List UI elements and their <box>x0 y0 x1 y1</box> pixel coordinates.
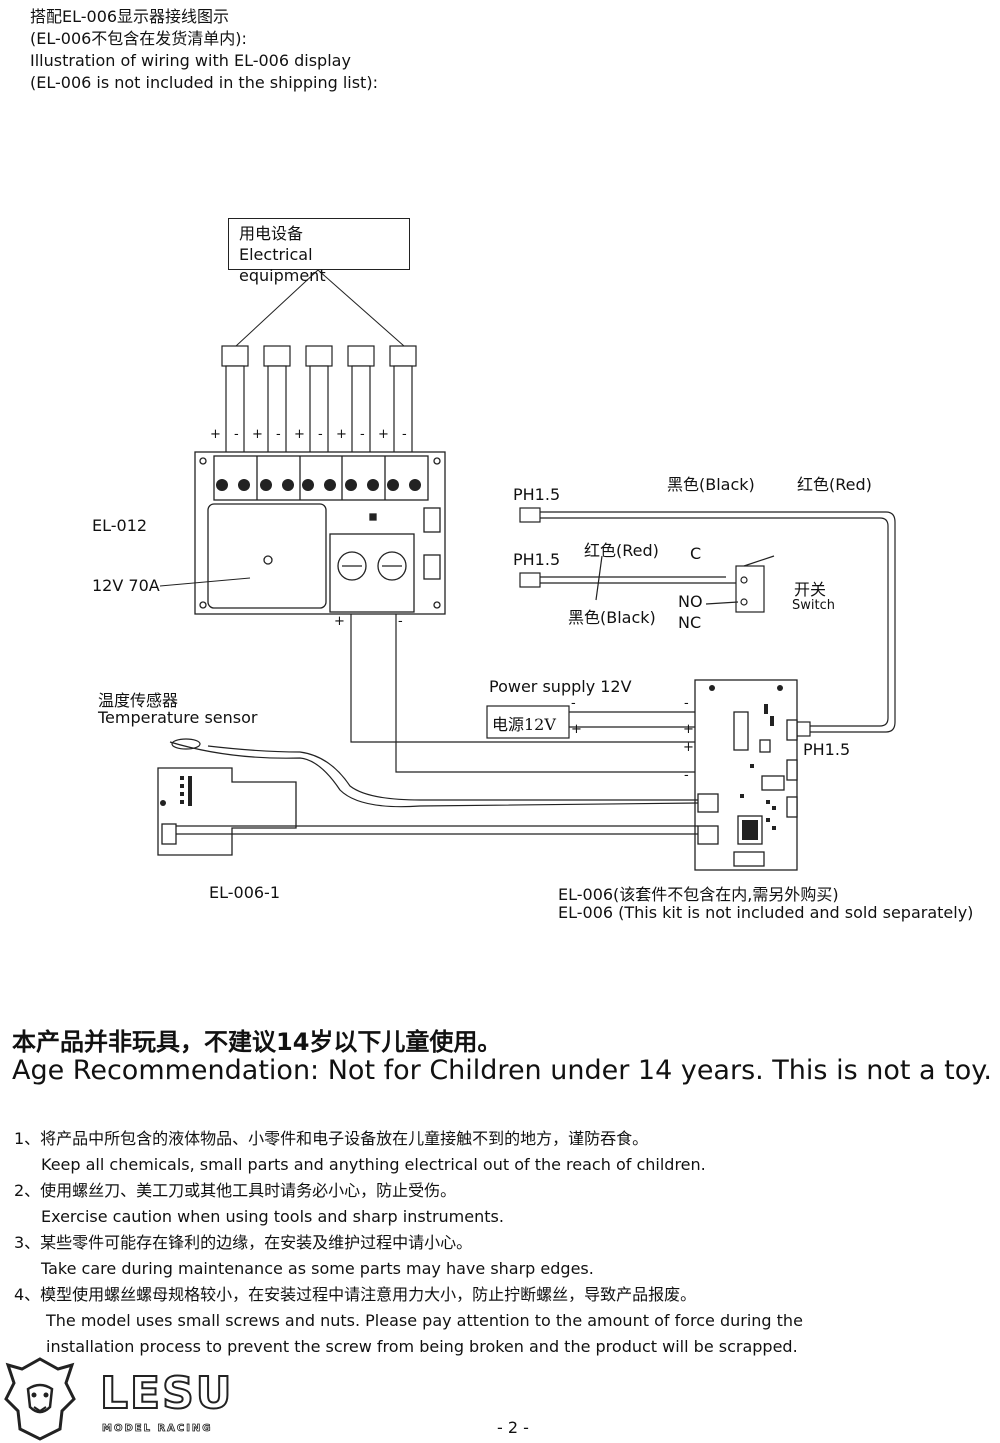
ps-plus-left: + <box>571 722 582 737</box>
ph15-top-label: PH1.5 <box>513 485 561 504</box>
ps-minus-right: - <box>684 696 689 711</box>
note-1-cn: 1、将产品中所包含的液体物品、小零件和电子设备放在儿童接触不到的地方，谨防吞食。 <box>14 1129 649 1148</box>
el012-minus-in: - <box>684 768 689 783</box>
red-wire-top-label: 红色(Red) <box>797 475 872 494</box>
el006-board <box>694 679 798 871</box>
header-line-4: (EL-006 is not included in the shipping … <box>30 73 378 92</box>
black-wire-top-label: 黑色(Black) <box>667 475 755 494</box>
red-wire-mid-label: 红色(Red) <box>584 541 659 560</box>
el012-spec-label: 12V 70A <box>92 576 160 595</box>
sensor-cables <box>169 738 699 835</box>
power-supply-label: Power supply 12V <box>489 677 632 696</box>
ph15-switch-cable <box>519 555 775 613</box>
el012-label: EL-012 <box>92 516 148 535</box>
el012-plus-in: + <box>683 740 694 755</box>
note-4-cn: 4、模型使用螺丝螺母规格较小，在安装过程中请注意用力大小，防止拧断螺丝，导致产品… <box>14 1285 697 1304</box>
header-line-3: Illustration of wiring with EL-006 displ… <box>30 51 351 70</box>
page-number: - 2 - <box>497 1418 529 1437</box>
switch-c-label: C <box>690 544 702 563</box>
header-line-1: 搭配EL-006显示器接线图示 <box>30 7 230 26</box>
power-wires <box>350 614 695 773</box>
temp-sensor-label-cn: 温度传感器 <box>98 691 179 710</box>
note-3-en: Take care during maintenance as some par… <box>41 1259 594 1278</box>
note-3-cn: 3、某些零件可能存在锋利的边缘，在安装及维护过程中请小心。 <box>14 1233 473 1252</box>
brand-logo-text: LESU <box>99 1367 234 1420</box>
power-box-label: 电源12V <box>492 715 556 734</box>
ph15-top-cable <box>519 507 896 737</box>
lion-logo-icon <box>4 1357 76 1441</box>
note-2-cn: 2、使用螺丝刀、美工刀或其他工具时请务必小心，防止受伤。 <box>14 1181 457 1200</box>
equipment-fan-lines <box>235 269 405 347</box>
el006-1-label: EL-006-1 <box>209 883 281 902</box>
terminal-plus-5: + <box>378 427 389 442</box>
terminal-plus-3: + <box>294 427 305 442</box>
black-wire-mid-label: 黑色(Black) <box>568 608 656 627</box>
el006-label-en: EL-006 (This kit is not included and sol… <box>558 903 974 922</box>
note-4-en-line-1: The model uses small screws and nuts. Pl… <box>46 1311 803 1330</box>
el012-board <box>194 451 446 615</box>
electrical-equipment-box: 用电设备 Electrical equipment <box>228 218 410 285</box>
terminal-minus-4: - <box>360 427 365 442</box>
switch-no-label: NO <box>678 592 703 611</box>
equipment-label-cn: 用电设备 <box>239 224 304 243</box>
brand-sub-text: MODEL RACING <box>102 1423 213 1435</box>
age-warning-en: Age Recommendation: Not for Children und… <box>12 1055 992 1086</box>
el006-1-pins <box>160 776 192 806</box>
terminal-minus-1: - <box>234 427 239 442</box>
equipment-connectors <box>221 345 417 455</box>
switch-nc-label: NC <box>678 613 702 632</box>
power-supply-box <box>486 705 570 739</box>
terminal-minus-5: - <box>402 427 407 442</box>
el006-label-cn: EL-006(该套件不包含在内,需另外购买) <box>558 885 839 904</box>
note-1-en: Keep all chemicals, small parts and anyt… <box>41 1155 706 1174</box>
switch-label-en: Switch <box>792 598 835 613</box>
el006-components <box>709 685 783 840</box>
switch-label-cn: 开关 <box>794 580 827 599</box>
terminal-minus-2: - <box>276 427 281 442</box>
temp-sensor-label-en: Temperature sensor <box>98 708 258 727</box>
note-4-en-line-2: installation process to prevent the scre… <box>46 1337 798 1356</box>
spec-pointer <box>159 577 251 587</box>
terminal-plus-4: + <box>336 427 347 442</box>
el012-output-minus: - <box>398 614 403 629</box>
ph15-mid-label: PH1.5 <box>513 550 561 569</box>
ps-minus-left: - <box>571 696 576 711</box>
el012-output-plus: + <box>334 614 345 629</box>
age-warning-cn: 本产品并非玩具，不建议14岁以下儿童使用。 <box>12 1028 502 1056</box>
wiring-diagram <box>157 269 896 871</box>
terminal-plus-2: + <box>252 427 263 442</box>
header-line-2: (EL-006不包含在发货清单内): <box>30 29 247 48</box>
note-2-en: Exercise caution when using tools and sh… <box>41 1207 504 1226</box>
terminal-plus-1: + <box>210 427 221 442</box>
ph15-right-label: PH1.5 <box>803 740 851 759</box>
terminal-minus-3: - <box>318 427 323 442</box>
equipment-label-en: Electrical equipment <box>239 245 326 285</box>
ps-plus-right: + <box>683 722 694 737</box>
el012-screws <box>216 479 421 491</box>
el006-1-board <box>157 767 297 856</box>
